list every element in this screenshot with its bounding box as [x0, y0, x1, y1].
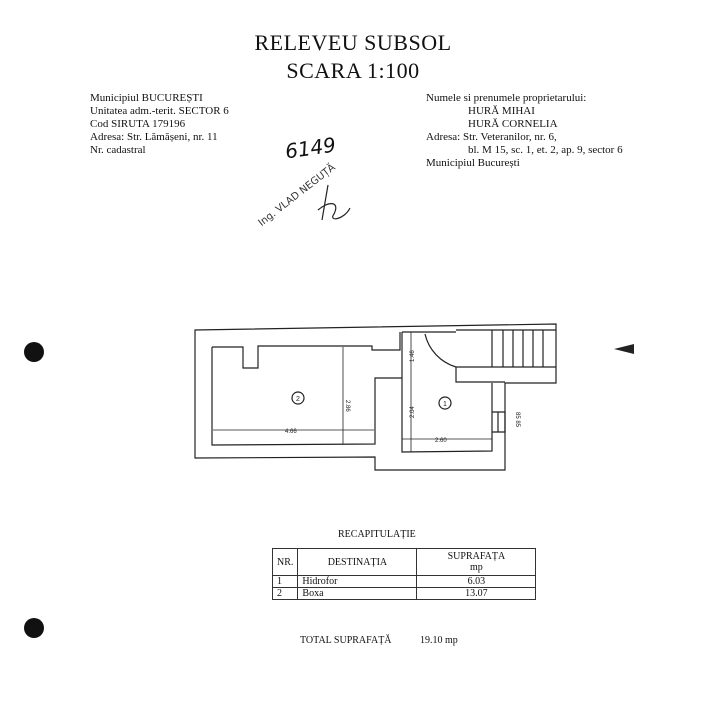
room-1-marker	[438, 396, 452, 410]
table-row: 2 Boxa 13.07	[271, 587, 537, 600]
outer-wall	[194, 323, 557, 471]
owner-city: Municipiul București	[426, 157, 520, 169]
row-nr: 1	[271, 575, 299, 588]
siruta-code: Cod SIRUTA 179196	[90, 118, 186, 130]
dimension-lines	[213, 332, 492, 452]
title-line2: SCARA 1:100	[286, 58, 420, 83]
room-1-walls	[401, 329, 556, 453]
signature	[317, 184, 351, 221]
total-value: 19.10 mp	[420, 635, 458, 646]
total-label: TOTAL SUPRAFAȚĂ	[300, 635, 392, 646]
punch-hole	[24, 342, 44, 362]
dim-room1-height: 2.04	[410, 406, 416, 418]
dim-room1-width: 2.60	[435, 438, 447, 444]
dim-room2-width: 4.66	[285, 429, 297, 435]
dim-window: 85 85	[514, 412, 520, 428]
room-2-label: 2	[296, 396, 300, 403]
owner-name: HURĂ MIHAI	[468, 105, 535, 117]
room-2-marker	[291, 391, 305, 405]
row-destination: Hidrofor	[297, 575, 418, 588]
window	[492, 411, 506, 433]
admin-unit: Unitatea adm.-terit. SECTOR 6	[90, 105, 229, 117]
owner-info: Numele si prenumele proprietarului: HURĂ…	[426, 92, 623, 170]
header-nr: NR.	[271, 548, 299, 576]
location-info: Municipiul BUCUREȘTI Unitatea adm.-terit…	[90, 92, 229, 157]
summary-title: RECAPITULAȚIE	[338, 529, 416, 540]
room-2-walls	[211, 332, 402, 446]
address: Adresa: Str. Lămășeni, nr. 11	[90, 131, 218, 143]
room-1-label: 1	[443, 401, 447, 408]
dim-room2-height: 2.86	[344, 400, 350, 412]
table-row: 1 Hidrofor 6.03	[271, 575, 537, 588]
row-destination: Boxa	[297, 587, 418, 600]
owner-address-detail: bl. M 15, sc. 1, et. 2, ap. 9, sector 6	[468, 144, 623, 156]
cadastral-number: Nr. cadastral	[90, 144, 146, 156]
owner-label: Numele si prenumele proprietarului:	[426, 92, 587, 104]
owner-name: HURĂ CORNELIA	[468, 118, 558, 130]
municipality: Municipiul BUCUREȘTI	[90, 92, 203, 104]
door-swing	[424, 333, 457, 368]
arrow-marker-icon	[614, 344, 634, 354]
header-destination: DESTINAȚIA	[297, 548, 418, 576]
row-nr: 2	[271, 587, 299, 600]
owner-address: Adresa: Str. Veteranilor, nr. 6,	[426, 131, 557, 143]
stairs	[491, 330, 544, 367]
row-area: 13.07	[416, 587, 537, 600]
punch-hole	[24, 618, 44, 638]
dim-top: 1.46	[410, 350, 416, 362]
title-line1: RELEVEU SUBSOL	[254, 30, 452, 55]
row-area: 6.03	[416, 575, 537, 588]
